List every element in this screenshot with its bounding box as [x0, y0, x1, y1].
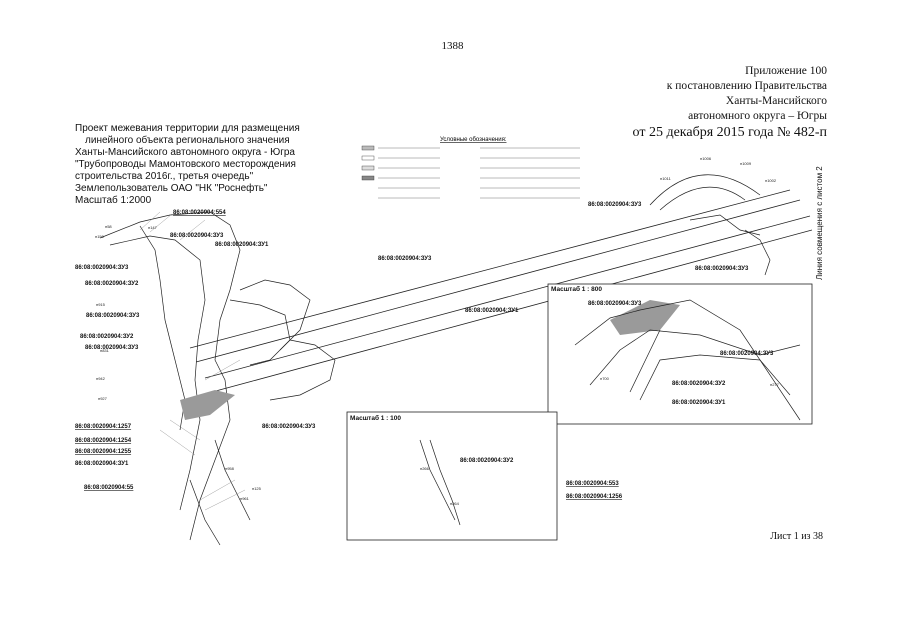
inset-center: Масштаб 1 : 100	[346, 411, 558, 541]
zu-label: 86:08:0020904:ЗУ1	[215, 242, 269, 248]
svg-text:н942: н942	[96, 376, 106, 381]
svg-text:н915: н915	[96, 302, 106, 307]
zu-label: 86:08:0020904:ЗУ3	[720, 351, 774, 357]
parcel-label: 86:08:0020904:1256	[566, 494, 623, 500]
project-scale: Масштаб 1:2000	[75, 195, 152, 206]
match-line-note: Линия совмещения с листом 2	[815, 166, 824, 280]
inset-scale-label: Масштаб 1 : 800	[551, 285, 602, 293]
svg-text:н700: н700	[600, 376, 610, 381]
legend-swatch	[361, 155, 375, 161]
appendix-line: к постановлению Правительства	[666, 80, 827, 92]
appendix-date: от 25 декабря 2015 года № 482-п	[632, 125, 827, 140]
appendix-line: автономного округа – Югры	[688, 110, 827, 122]
svg-text:н1002: н1002	[765, 178, 777, 183]
svg-text:н927: н927	[98, 396, 108, 401]
project-line: "Трубопроводы Мамонтовского месторождени…	[75, 159, 296, 170]
svg-text:н264: н264	[450, 501, 460, 506]
appendix-header: Приложение 100 к постановлению Правитель…	[633, 64, 827, 142]
zu-label: 86:08:0020904:ЗУ3	[588, 202, 642, 208]
zu-label: 86:08:0020904:ЗУ3	[86, 313, 140, 319]
legend-swatch	[361, 165, 375, 171]
project-line: строительства 2016г., третья очередь"	[75, 171, 254, 182]
point-labels: н150 н58 н147 н915 н831 н942 н927 н958 н…	[95, 156, 780, 506]
svg-text:н58: н58	[105, 224, 112, 229]
legend-title: Условные обозначения:	[440, 137, 507, 143]
zu-label: 86:08:0020904:ЗУ3	[170, 233, 224, 239]
appendix-line: Приложение 100	[745, 65, 827, 77]
parcel-boundaries	[99, 211, 336, 546]
zu-label: 86:08:0020904:ЗУ2	[672, 381, 726, 387]
zu-label: 86:08:0020904:ЗУ3	[695, 266, 749, 272]
page-number: 1388	[441, 40, 464, 52]
zu-label: 86:08:0020904:ЗУ1	[75, 461, 129, 467]
svg-text:н958: н958	[225, 466, 235, 471]
zu-label: 86:08:0020904:ЗУ3	[262, 424, 316, 430]
svg-text:н150: н150	[95, 234, 105, 239]
parcel-hatch	[139, 211, 246, 511]
parcel-label: 86:08:0020904:553	[566, 481, 619, 487]
project-line: Ханты-Мансийского автономного округа - Ю…	[75, 147, 295, 158]
legend-swatch	[361, 175, 375, 181]
legend: Условные обозначения:	[361, 137, 580, 199]
zu-label: 86:08:0020904:ЗУ3	[75, 265, 129, 271]
inset-scale-label: Масштаб 1 : 100	[350, 414, 401, 422]
svg-text:н266: н266	[420, 466, 430, 471]
parcel-label: 86:08:0020904:1255	[75, 449, 132, 455]
svg-text:н147: н147	[148, 225, 158, 230]
svg-text:н1009: н1009	[740, 161, 752, 166]
svg-text:н1006: н1006	[700, 156, 712, 161]
road-corridor	[189, 189, 813, 393]
zu-label: 86:08:0020904:ЗУ2	[85, 281, 139, 287]
project-line: Проект межевания территории для размещен…	[75, 123, 300, 134]
project-title: Проект межевания территории для размещен…	[75, 123, 300, 207]
project-line: Землепользователь ОАО "НК "Роснефть"	[75, 183, 268, 194]
zu-label: 86:08:0020904:ЗУ1	[465, 308, 519, 314]
zu-label: 86:08:0020904:ЗУ2	[80, 334, 134, 340]
svg-text:н1011: н1011	[660, 176, 672, 181]
inset-right: Масштаб 1 : 800	[547, 283, 813, 425]
sheet-number: Лист 1 из 38	[770, 531, 823, 542]
zu-label: 86:08:0020904:ЗУ3	[588, 301, 642, 307]
zu-label: 86:08:0020904:ЗУ3	[378, 256, 432, 262]
zu-label: 86:08:0020904:ЗУ3	[85, 345, 139, 351]
svg-text:н125: н125	[252, 486, 262, 491]
zu-label: 86:08:0020904:ЗУ2	[460, 458, 514, 464]
zu-fill	[180, 390, 235, 420]
parcel-label: 86:08:0020904:55	[84, 485, 134, 491]
svg-text:н961: н961	[240, 496, 250, 501]
zu-labels: 86:08:0020904:554 86:08:0020904:ЗУ3 86:0…	[75, 202, 774, 500]
zu-label: 86:08:0020904:ЗУ1	[672, 400, 726, 406]
parcel-label: 86:08:0020904:1257	[75, 424, 132, 430]
legend-swatch	[361, 145, 375, 151]
parcel-label: 86:08:0020904:554	[173, 210, 226, 216]
svg-text:н831: н831	[100, 348, 110, 353]
parcel-arc	[649, 174, 771, 276]
svg-text:н277: н277	[770, 382, 780, 387]
parcel-label: 86:08:0020904:1254	[75, 438, 132, 444]
project-line: линейного объекта регионального значения	[85, 135, 290, 146]
appendix-line: Ханты-Мансийского	[725, 95, 827, 107]
